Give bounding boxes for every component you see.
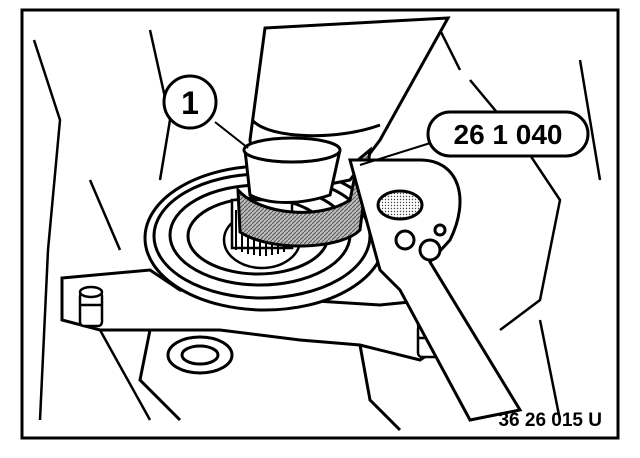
callout-part-1: 1 — [162, 74, 218, 130]
special-tool-wrench — [236, 146, 523, 422]
callout-tool-label: 26 1 040 — [454, 119, 563, 150]
bolt-left — [78, 285, 104, 328]
callout-part-label: 1 — [181, 85, 199, 121]
leader-lines — [214, 121, 441, 166]
housing — [32, 29, 602, 421]
figure-code: 36 26 015 U — [498, 410, 602, 431]
propeller-shaft — [242, 16, 451, 204]
callout-tool: 26 1 040 — [426, 110, 590, 158]
